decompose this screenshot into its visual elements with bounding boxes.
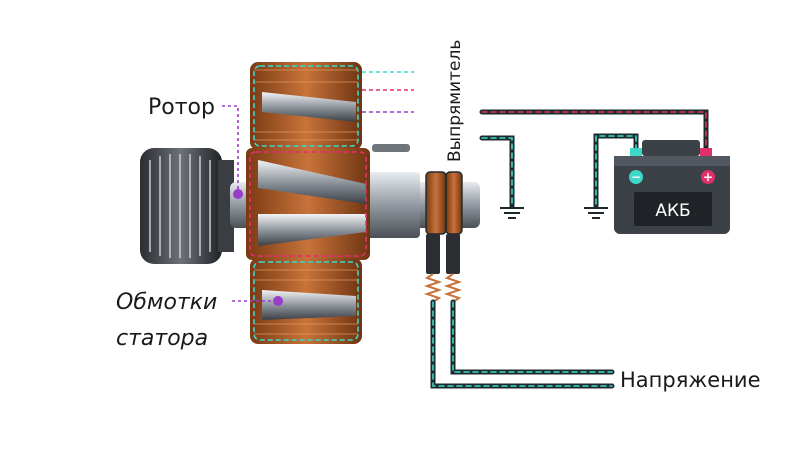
- shaft-pin: [372, 144, 410, 152]
- voltage-label: Напряжение: [620, 368, 761, 392]
- stator-phase-wires: [362, 71, 414, 113]
- voltage-wires: [430, 299, 615, 389]
- battery-plus-sign: +: [703, 170, 713, 184]
- battery-plus-terminal: [701, 170, 715, 184]
- stator-pointer: [232, 296, 283, 306]
- rotor-pointer: [222, 105, 243, 199]
- stator-windings: [246, 62, 370, 344]
- ground-symbol: [584, 207, 608, 219]
- slip-rings: [425, 171, 463, 235]
- battery-icon: − + АКБ: [614, 140, 730, 234]
- rotor-label: Ротор: [148, 95, 215, 120]
- ground-symbol: [500, 207, 524, 219]
- rectifier-output-wires: [479, 109, 709, 209]
- brush-left: [423, 234, 443, 303]
- battery-minus-sign: −: [631, 170, 641, 184]
- pulley-icon: [140, 148, 234, 264]
- rotor-rear-shaft: [360, 172, 420, 238]
- brush-right: [443, 234, 463, 303]
- rectifier-label: Выпрямитель: [445, 40, 465, 162]
- stator-label-line1: Обмотки: [116, 290, 217, 315]
- battery-minus-terminal: [629, 170, 643, 184]
- battery-label: АКБ: [655, 201, 690, 221]
- stator-label-line2: статора: [116, 326, 208, 351]
